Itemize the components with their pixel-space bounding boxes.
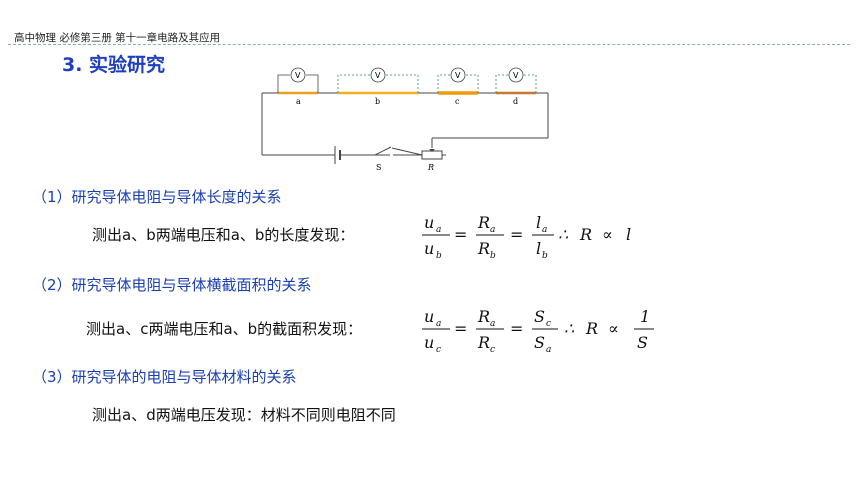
svg-text:a: a (436, 319, 441, 329)
study-finding-length: 测出a、b两端电压和a、b的长度发现： (92, 226, 355, 244)
svg-text:l: l (536, 239, 541, 258)
segment-label-c: c (455, 97, 460, 106)
study-finding-area: 测出a、c两端电压和a、b的截面积发现： (86, 320, 363, 338)
segment-label-d: d (513, 97, 518, 106)
voltmeter-a: V (277, 67, 319, 93)
rheostat-label: R (427, 163, 434, 172)
svg-text:=: = (510, 225, 523, 244)
segment-label-b: b (375, 97, 380, 106)
svg-text:u: u (424, 239, 434, 258)
switch-symbol: S (368, 146, 422, 172)
svg-text:c: c (490, 345, 495, 355)
voltmeter-c: V (437, 67, 479, 93)
svg-text:a: a (542, 225, 547, 235)
svg-text:u: u (424, 333, 434, 352)
svg-text:S: S (534, 333, 545, 352)
svg-text:S: S (534, 307, 545, 326)
svg-text:c: c (436, 345, 441, 355)
segment-label-a: a (296, 97, 301, 106)
svg-text:u: u (424, 213, 434, 232)
circuit-diagram: S R a b c d V V V V (261, 67, 549, 172)
header-course-title: 高中物理 必修第三册 第十一章电路及其应用 (14, 32, 221, 44)
svg-text:∴: ∴ (558, 225, 569, 244)
svg-text:1: 1 (640, 307, 650, 326)
battery-symbol (334, 146, 345, 164)
svg-text:R: R (477, 333, 490, 352)
svg-text:l: l (536, 213, 541, 232)
formula-area: u a u c = R a R c = S c S a ∴ R ∝ 1 S (422, 307, 654, 355)
svg-text:=: = (510, 319, 523, 338)
svg-text:R: R (579, 225, 592, 244)
voltmeter-icon: V (455, 71, 461, 80)
svg-text:a: a (490, 225, 495, 235)
svg-text:a: a (546, 345, 551, 355)
rheostat-symbol: R (421, 149, 446, 172)
voltmeter-icon: V (295, 71, 301, 80)
study-finding-material: 测出a、d两端电压发现：材料不同则电阻不同 (92, 406, 396, 424)
svg-text:u: u (424, 307, 434, 326)
study-heading-area: （2）研究导体电阻与导体横截面积的关系 (32, 276, 312, 294)
svg-text:∴: ∴ (564, 319, 575, 338)
voltmeter-icon: V (375, 71, 381, 80)
svg-text:R: R (477, 239, 490, 258)
svg-text:b: b (436, 251, 442, 261)
study-heading-length: （1）研究导体电阻与导体长度的关系 (32, 188, 282, 206)
svg-text:=: = (454, 319, 467, 338)
svg-text:=: = (454, 225, 467, 244)
svg-text:∝: ∝ (608, 319, 619, 338)
formula-length: u a u b = R a R b = l a l b ∴ R ∝ l (422, 213, 631, 261)
svg-text:R: R (477, 307, 490, 326)
voltmeter-d: V (495, 67, 537, 93)
voltmeter-b: V (337, 67, 419, 93)
svg-text:c: c (546, 319, 551, 329)
svg-text:a: a (436, 225, 441, 235)
svg-text:R: R (477, 213, 490, 232)
switch-label: S (376, 163, 381, 172)
svg-text:b: b (542, 251, 548, 261)
study-heading-material: （3）研究导体的电阻与导体材料的关系 (32, 368, 297, 386)
circuit-wires (261, 92, 549, 156)
svg-text:l: l (626, 225, 631, 244)
section-title: 3. 实验研究 (62, 54, 166, 76)
svg-text:a: a (490, 319, 495, 329)
svg-text:S: S (637, 333, 648, 352)
svg-text:R: R (585, 319, 598, 338)
header-divider (8, 44, 850, 45)
svg-text:∝: ∝ (602, 225, 613, 244)
voltmeter-icon: V (513, 71, 519, 80)
svg-text:b: b (490, 251, 496, 261)
